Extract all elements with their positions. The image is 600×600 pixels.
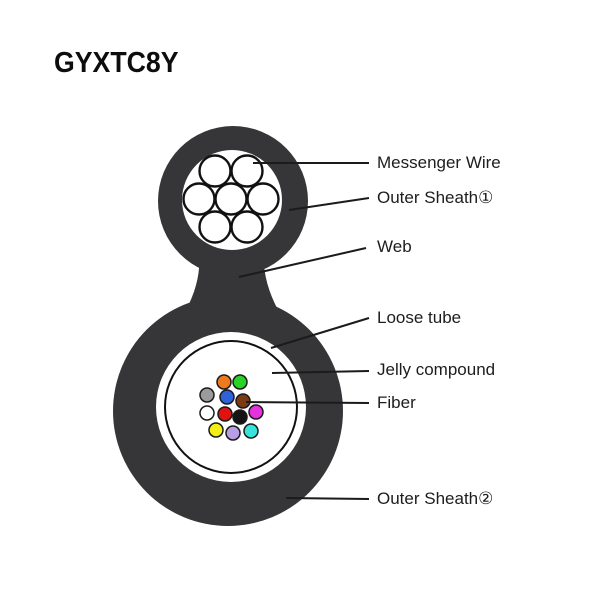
fiber-dot bbox=[219, 389, 235, 405]
fiber-dot bbox=[235, 393, 251, 409]
label-messenger-wire: Messenger Wire bbox=[377, 153, 501, 172]
fiber-dot bbox=[208, 422, 224, 438]
strand bbox=[230, 154, 264, 188]
leader-line-jelly-compound bbox=[271, 370, 370, 374]
label-outer-sheath-2: Outer Sheath② bbox=[377, 489, 494, 508]
fiber-dot bbox=[199, 405, 215, 421]
fiber-dot bbox=[248, 404, 264, 420]
fiber-dot bbox=[232, 409, 248, 425]
strand bbox=[182, 182, 216, 216]
fiber-dot bbox=[199, 387, 215, 403]
strand bbox=[198, 210, 232, 244]
leader-line-outer-sheath-2 bbox=[285, 497, 370, 500]
label-loose-tube: Loose tube bbox=[377, 308, 462, 327]
label-web: Web bbox=[377, 237, 412, 256]
leader-lines bbox=[238, 162, 370, 500]
strand bbox=[198, 154, 232, 188]
label-fiber: Fiber bbox=[377, 393, 416, 412]
fiber-dot bbox=[232, 374, 248, 390]
product-title: GYXTC8Y bbox=[54, 47, 179, 79]
leader-line-fiber bbox=[245, 401, 370, 404]
strand bbox=[230, 210, 264, 244]
fiber-dot bbox=[225, 425, 241, 441]
fiber-dot bbox=[243, 423, 259, 439]
loose-tube-wall bbox=[164, 340, 298, 474]
fiber-dot bbox=[217, 406, 233, 422]
fiber-bundle bbox=[199, 374, 264, 441]
messenger-wire-strands bbox=[182, 154, 280, 244]
label-jelly-compound: Jelly compound bbox=[377, 360, 496, 379]
fiber-dot bbox=[216, 374, 232, 390]
strand bbox=[214, 182, 248, 216]
leader-line-loose-tube bbox=[270, 317, 370, 349]
leader-line-outer-sheath-1 bbox=[288, 197, 370, 211]
label-outer-sheath-1: Outer Sheath① bbox=[377, 188, 494, 207]
strand bbox=[246, 182, 280, 216]
leader-line-web bbox=[238, 247, 367, 278]
